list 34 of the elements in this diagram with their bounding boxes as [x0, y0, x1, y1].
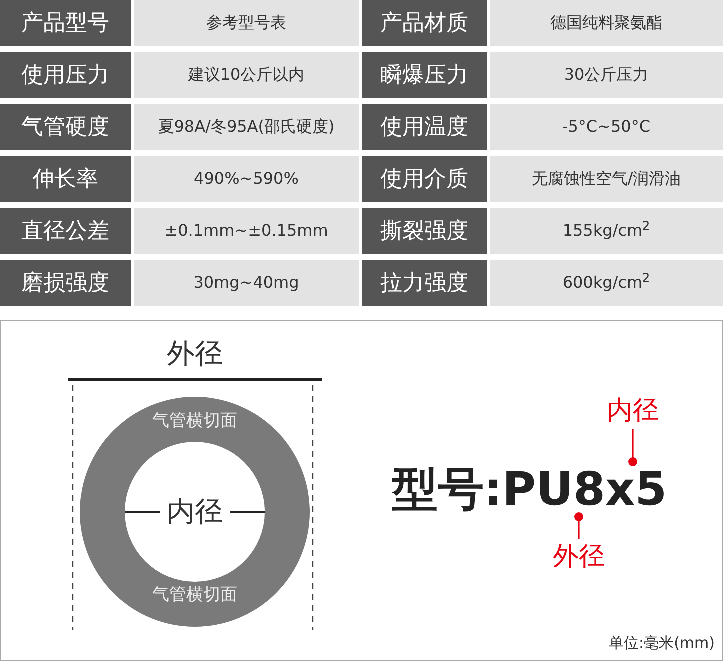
unit-note: 单位:毫米(mm): [609, 633, 715, 654]
property-name-cell: 伸长率: [0, 156, 131, 202]
property-name-cell: 产品材质: [362, 0, 487, 46]
property-value-cell: 参考型号表: [134, 0, 359, 46]
leader-line: [574, 512, 584, 539]
property-name-cell: 使用压力: [0, 52, 131, 98]
dimension-label: 外径: [166, 336, 224, 372]
property-name-cell: 产品型号: [0, 0, 131, 46]
property-name-cell: 使用温度: [362, 104, 487, 150]
property-value-cell: 30mg~40mg: [134, 260, 359, 306]
dimension-label: 内径: [166, 494, 224, 530]
model-number: 型号:PU8x5: [392, 462, 667, 517]
property-value-cell: 155kg/cm$^{2}$: [490, 208, 723, 254]
callout-label: 内径: [600, 393, 666, 429]
property-value-cell: 建议10公斤以内: [134, 52, 359, 98]
property-name-cell: 直径公差: [0, 208, 131, 254]
property-value-cell: 30公斤压力: [490, 52, 723, 98]
property-name-cell: 气管硬度: [0, 104, 131, 150]
section-label: 气管横切面: [152, 584, 238, 607]
property-value-cell: 490%~590%: [134, 156, 359, 202]
section-label: 气管横切面: [152, 410, 238, 433]
property-name-cell: 使用介质: [362, 156, 487, 202]
property-value-cell: 无腐蚀性空气/润滑油: [490, 156, 723, 202]
callout-label: 外径: [546, 539, 612, 575]
property-name-cell: 瞬爆压力: [362, 52, 487, 98]
property-name-cell: 拉力强度: [362, 260, 487, 306]
leader-line: [628, 429, 638, 466]
property-value-cell: ±0.1mm~±0.15mm: [134, 208, 359, 254]
property-value-cell: 夏98A/冬95A(邵氏硬度): [134, 104, 359, 150]
property-value-cell: 600kg/cm$^{2}$: [490, 260, 723, 306]
property-name-cell: 撕裂强度: [362, 208, 487, 254]
property-value-cell: -5°C~50°C: [490, 104, 723, 150]
property-name-cell: 磨损强度: [0, 260, 131, 306]
property-value-cell: 德国纯料聚氨酯: [490, 0, 723, 46]
